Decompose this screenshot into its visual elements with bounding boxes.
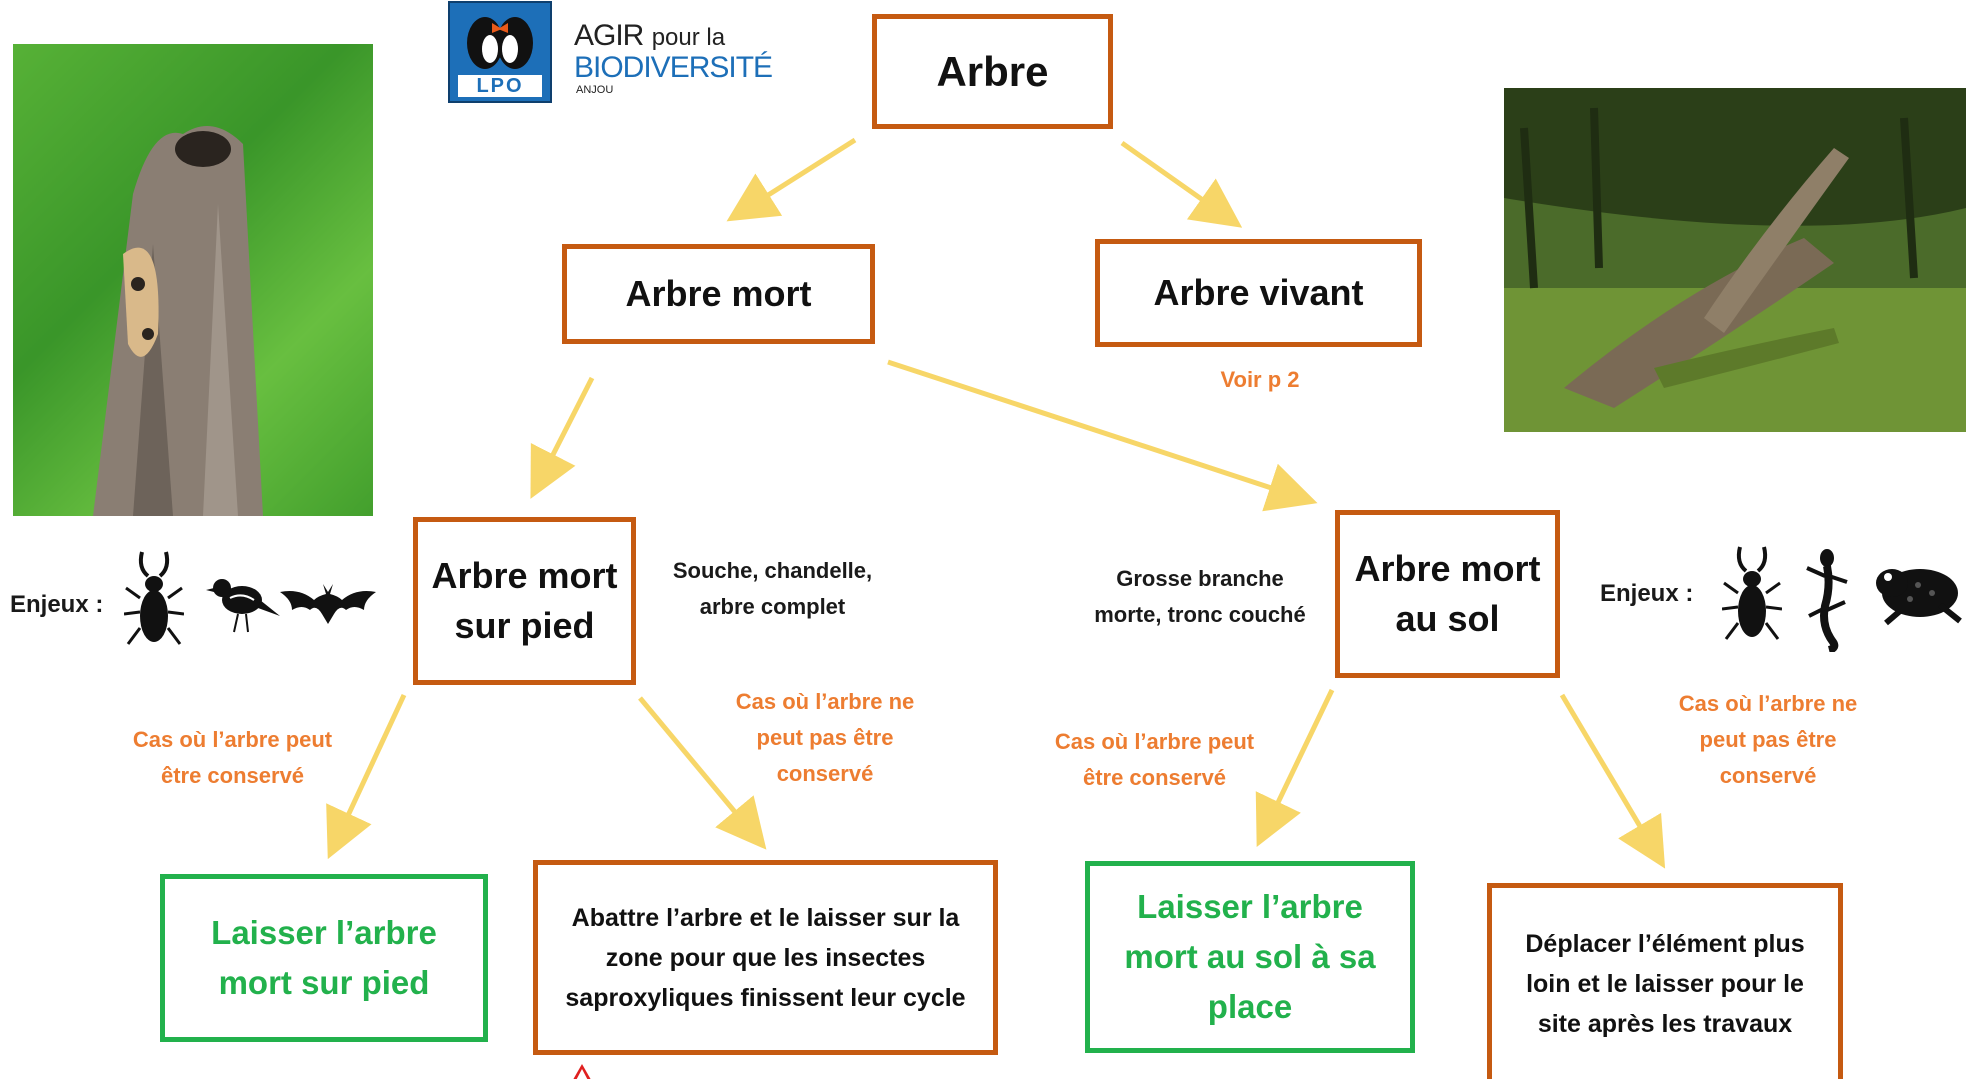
arrow-dead-ground	[887, 359, 1318, 512]
arrow-ground-keep	[1255, 688, 1335, 848]
ground-description: Grosse branche morte, tronc couché	[1075, 561, 1325, 633]
enjeux-left-label: Enjeux :	[10, 591, 104, 618]
logo-agir: AGIR	[574, 19, 644, 52]
case-standing-notkept-line2: peut pas être	[756, 725, 894, 750]
case-ground-kept-line2: être conservé	[1082, 765, 1227, 790]
case-ground-kept: Cas où l’arbre peut être conservé	[1032, 724, 1277, 796]
outcome-ground-move-line1: Déplacer l’élément plus	[1525, 929, 1805, 958]
standing-description: Souche, chandelle, arbre complet	[650, 553, 895, 625]
outcome-standing-keep: Laisser l’arbre mort sur pied	[160, 874, 488, 1042]
logo-pour-la: pour la	[651, 24, 726, 51]
arrow-ground-move	[1559, 693, 1666, 869]
node-arbre-mort: Arbre mort	[562, 244, 875, 344]
toad-icon	[1876, 569, 1962, 626]
case-standing-notkept-line1: Cas où l’arbre ne	[735, 689, 915, 714]
alive-note: Voir p 2	[1220, 367, 1300, 392]
node-arbre: Arbre	[872, 14, 1113, 129]
case-ground-notkept-line1: Cas où l’arbre ne	[1678, 691, 1858, 716]
arrow-standing-keep	[326, 693, 407, 860]
arrow-root-alive	[1120, 140, 1243, 228]
bird-icon	[206, 579, 280, 633]
standing-desc-line2: arbre complet	[699, 594, 846, 619]
outcome-ground-keep: Laisser l’arbre mort au sol à sa place	[1085, 861, 1415, 1053]
arrow-root-dead	[726, 137, 857, 222]
bat-icon	[280, 584, 376, 624]
fallen-tree-photo	[1504, 88, 1966, 432]
outcome-standing-cut-line3: saproxyliques finissent leur cycle	[565, 983, 966, 1012]
outcome-ground-keep-line1: Laisser l’arbre	[1137, 888, 1363, 925]
case-standing-kept: Cas où l’arbre peut être conservé	[110, 722, 355, 794]
case-ground-notkept-line2: peut pas être	[1699, 727, 1837, 752]
node-arbre-mort-sur-pied: Arbre mort sur pied	[413, 517, 636, 685]
lpo-label: LPO	[458, 75, 542, 97]
case-standing-kept-line2: être conservé	[160, 763, 305, 788]
outcome-standing-keep-line2: mort sur pied	[218, 964, 430, 1001]
arrow-dead-standing	[530, 376, 595, 499]
stag-beetle-icon	[1722, 546, 1782, 640]
lpo-badge: LPO	[448, 1, 552, 103]
standing-dead-tree-photo	[13, 44, 373, 516]
outcome-standing-keep-line1: Laisser l’arbre	[211, 914, 437, 951]
standing-desc-line1: Souche, chandelle,	[672, 558, 873, 583]
case-ground-notkept-line3: conservé	[1719, 763, 1817, 788]
logo-biodiversite: BIODIVERSITÉ	[574, 51, 773, 84]
case-standing-notkept-line3: conservé	[776, 761, 874, 786]
case-standing-notkept: Cas où l’arbre ne peut pas être conservé	[700, 684, 950, 792]
outcome-ground-keep-line3: place	[1207, 988, 1293, 1025]
puffin-icon	[467, 17, 533, 69]
node-arbre-vivant: Arbre vivant	[1095, 239, 1422, 347]
enjeux-right-label: Enjeux :	[1600, 580, 1694, 607]
stag-beetle-icon	[124, 551, 184, 645]
salamander-icon	[1806, 549, 1848, 652]
case-standing-kept-line1: Cas où l’arbre peut	[132, 727, 333, 752]
outcome-ground-move-line3: site après les travaux	[1537, 1009, 1793, 1038]
standing-line2: sur pied	[454, 605, 595, 646]
outcome-standing-cut: Abattre l’arbre et le laisser sur la zon…	[533, 860, 998, 1055]
ground-desc-line2: morte, tronc couché	[1094, 602, 1306, 627]
lpo-logo: LPO AGIR pour la BIODIVERSITÉ ANJOU	[448, 1, 773, 103]
case-ground-notkept: Cas où l’arbre ne peut pas être conservé	[1643, 686, 1893, 794]
ground-line1: Arbre mort	[1354, 548, 1541, 589]
ground-desc-line1: Grosse branche	[1116, 566, 1284, 591]
warning-icon	[573, 1064, 591, 1079]
outcome-standing-cut-line1: Abattre l’arbre et le laisser sur la	[571, 903, 960, 932]
standing-line1: Arbre mort	[431, 555, 618, 596]
logo-anjou: ANJOU	[576, 84, 614, 96]
outcome-ground-move-line2: loin et le laisser pour le	[1526, 969, 1804, 998]
case-ground-kept-line1: Cas où l’arbre peut	[1054, 729, 1255, 754]
outcome-ground-move: Déplacer l’élément plus loin et le laiss…	[1487, 883, 1843, 1079]
node-arbre-mort-au-sol: Arbre mort au sol	[1335, 510, 1560, 678]
ground-line2: au sol	[1395, 598, 1500, 639]
outcome-standing-cut-line2: zone pour que les insectes	[605, 943, 926, 972]
arrow-standing-cut	[638, 696, 767, 850]
outcome-ground-keep-line2: mort au sol à sa	[1124, 938, 1376, 975]
